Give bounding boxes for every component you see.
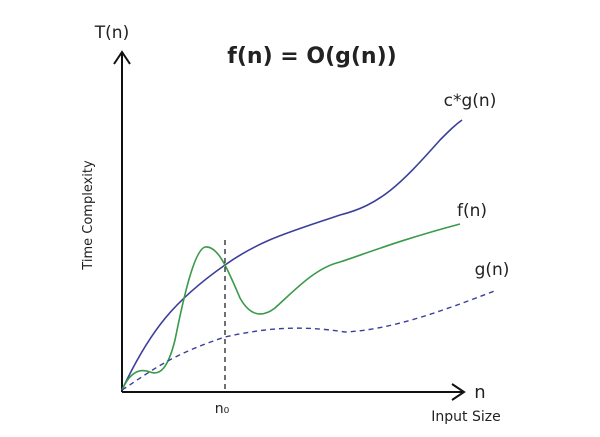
curve-c-g-n — [121, 119, 463, 391]
curve-g-n — [121, 289, 498, 391]
x-axis-arrowhead — [451, 383, 466, 401]
y-axis-arrowhead — [113, 50, 131, 65]
curve-f-n — [121, 223, 461, 391]
y-axis-symbol: T(n) — [94, 23, 129, 43]
threshold-label: n₀ — [215, 401, 230, 417]
y-axis-label: Time Complexity — [81, 160, 96, 271]
diagram-title: f(n) = O(g(n)) — [227, 44, 396, 69]
x-axis-symbol: n — [474, 382, 485, 403]
curve-label-f-n: f(n) — [457, 201, 487, 221]
axes — [113, 50, 466, 401]
curve-label-c-g-n: c*g(n) — [444, 91, 497, 111]
curve-label-g-n: g(n) — [475, 260, 510, 280]
x-axis-label: Input Size — [431, 409, 500, 425]
